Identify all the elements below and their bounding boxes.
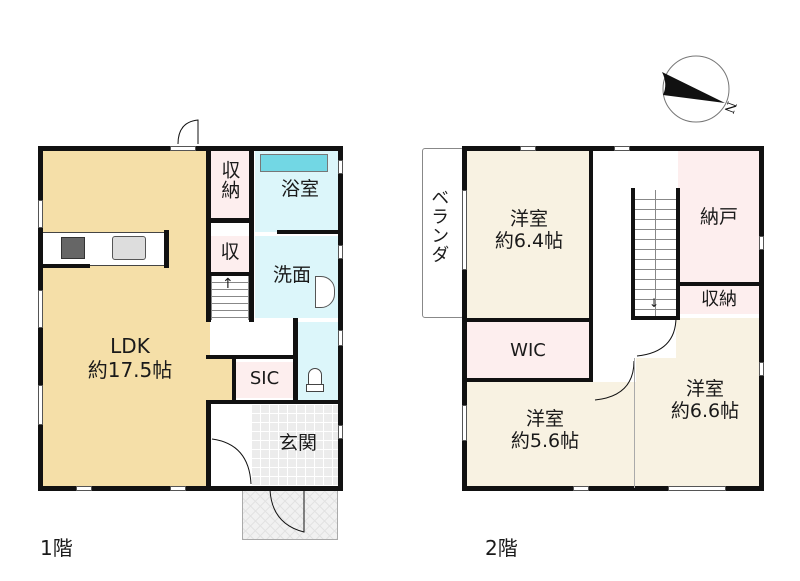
back-door-swing xyxy=(177,119,199,145)
door-opening[interactable] xyxy=(170,146,196,151)
porch xyxy=(242,490,338,540)
room-storage-2[interactable] xyxy=(211,236,249,272)
ldk-label: LDK 約17.5帖 xyxy=(87,334,173,382)
window xyxy=(38,290,43,328)
stairs-up-arrow-icon: ↑ xyxy=(222,276,234,292)
room-storage-1[interactable] xyxy=(211,150,249,220)
room-veranda[interactable] xyxy=(422,148,464,318)
closet-label: 納戸 xyxy=(699,206,738,228)
svg-text:N: N xyxy=(721,99,739,115)
window xyxy=(520,146,536,151)
floor-2-label: 2階 xyxy=(485,536,518,560)
door-swing xyxy=(636,316,677,357)
window xyxy=(170,486,186,491)
window xyxy=(668,486,726,491)
room-sic[interactable] xyxy=(236,362,293,398)
window xyxy=(759,362,764,376)
western-1-label: 洋室 約6.4帖 xyxy=(494,208,564,253)
western-3-label: 洋室 約6.6帖 xyxy=(670,378,740,423)
window xyxy=(573,486,589,491)
floor-1-plan: LDK 約17.5帖 収納 収 ↑ 浴室 洗面 SIC 玄関 xyxy=(38,119,343,560)
bath-label: 浴室 xyxy=(280,178,319,200)
room-entrance[interactable] xyxy=(251,404,339,486)
washroom-label: 洗面 xyxy=(272,264,311,286)
storage-1-label: 収納 xyxy=(218,160,241,200)
stove-icon xyxy=(61,237,85,259)
western-2-label: 洋室 約5.6帖 xyxy=(510,408,580,453)
room-closet[interactable] xyxy=(678,150,760,282)
north-arrow-icon: N xyxy=(662,55,739,123)
window xyxy=(462,405,467,441)
room-wic[interactable] xyxy=(466,322,590,378)
window xyxy=(338,245,343,259)
sic-label: SIC xyxy=(249,368,280,389)
storage-2f-label: 収納 xyxy=(701,289,737,310)
entry-door-swing xyxy=(269,489,305,533)
entrance-label: 玄関 xyxy=(278,432,317,454)
hallway-2f xyxy=(594,150,634,382)
room-ldk[interactable] xyxy=(42,150,210,486)
window xyxy=(76,486,92,491)
door-swing xyxy=(211,438,252,485)
window xyxy=(338,330,343,346)
veranda-label: ベランダ xyxy=(428,188,450,264)
room-western-2[interactable] xyxy=(466,382,636,486)
window xyxy=(338,425,343,439)
compass: N xyxy=(652,54,740,124)
window xyxy=(38,385,43,425)
stairs-down-arrow-icon: ↓ xyxy=(649,296,660,310)
floor-1-label: 1階 xyxy=(40,536,73,560)
storage-2-label: 収 xyxy=(220,241,240,263)
wic-label: WIC xyxy=(510,340,546,361)
window xyxy=(338,160,343,174)
hallway xyxy=(211,322,297,355)
door-swing xyxy=(594,360,635,401)
window xyxy=(614,146,630,151)
window xyxy=(759,236,764,250)
room-western-1[interactable] xyxy=(466,150,590,318)
room-storage-2f[interactable] xyxy=(678,286,760,314)
window xyxy=(38,200,43,228)
stairs-up[interactable] xyxy=(211,276,249,320)
window xyxy=(462,190,467,270)
sink-icon xyxy=(112,236,146,260)
bathtub xyxy=(260,154,328,172)
